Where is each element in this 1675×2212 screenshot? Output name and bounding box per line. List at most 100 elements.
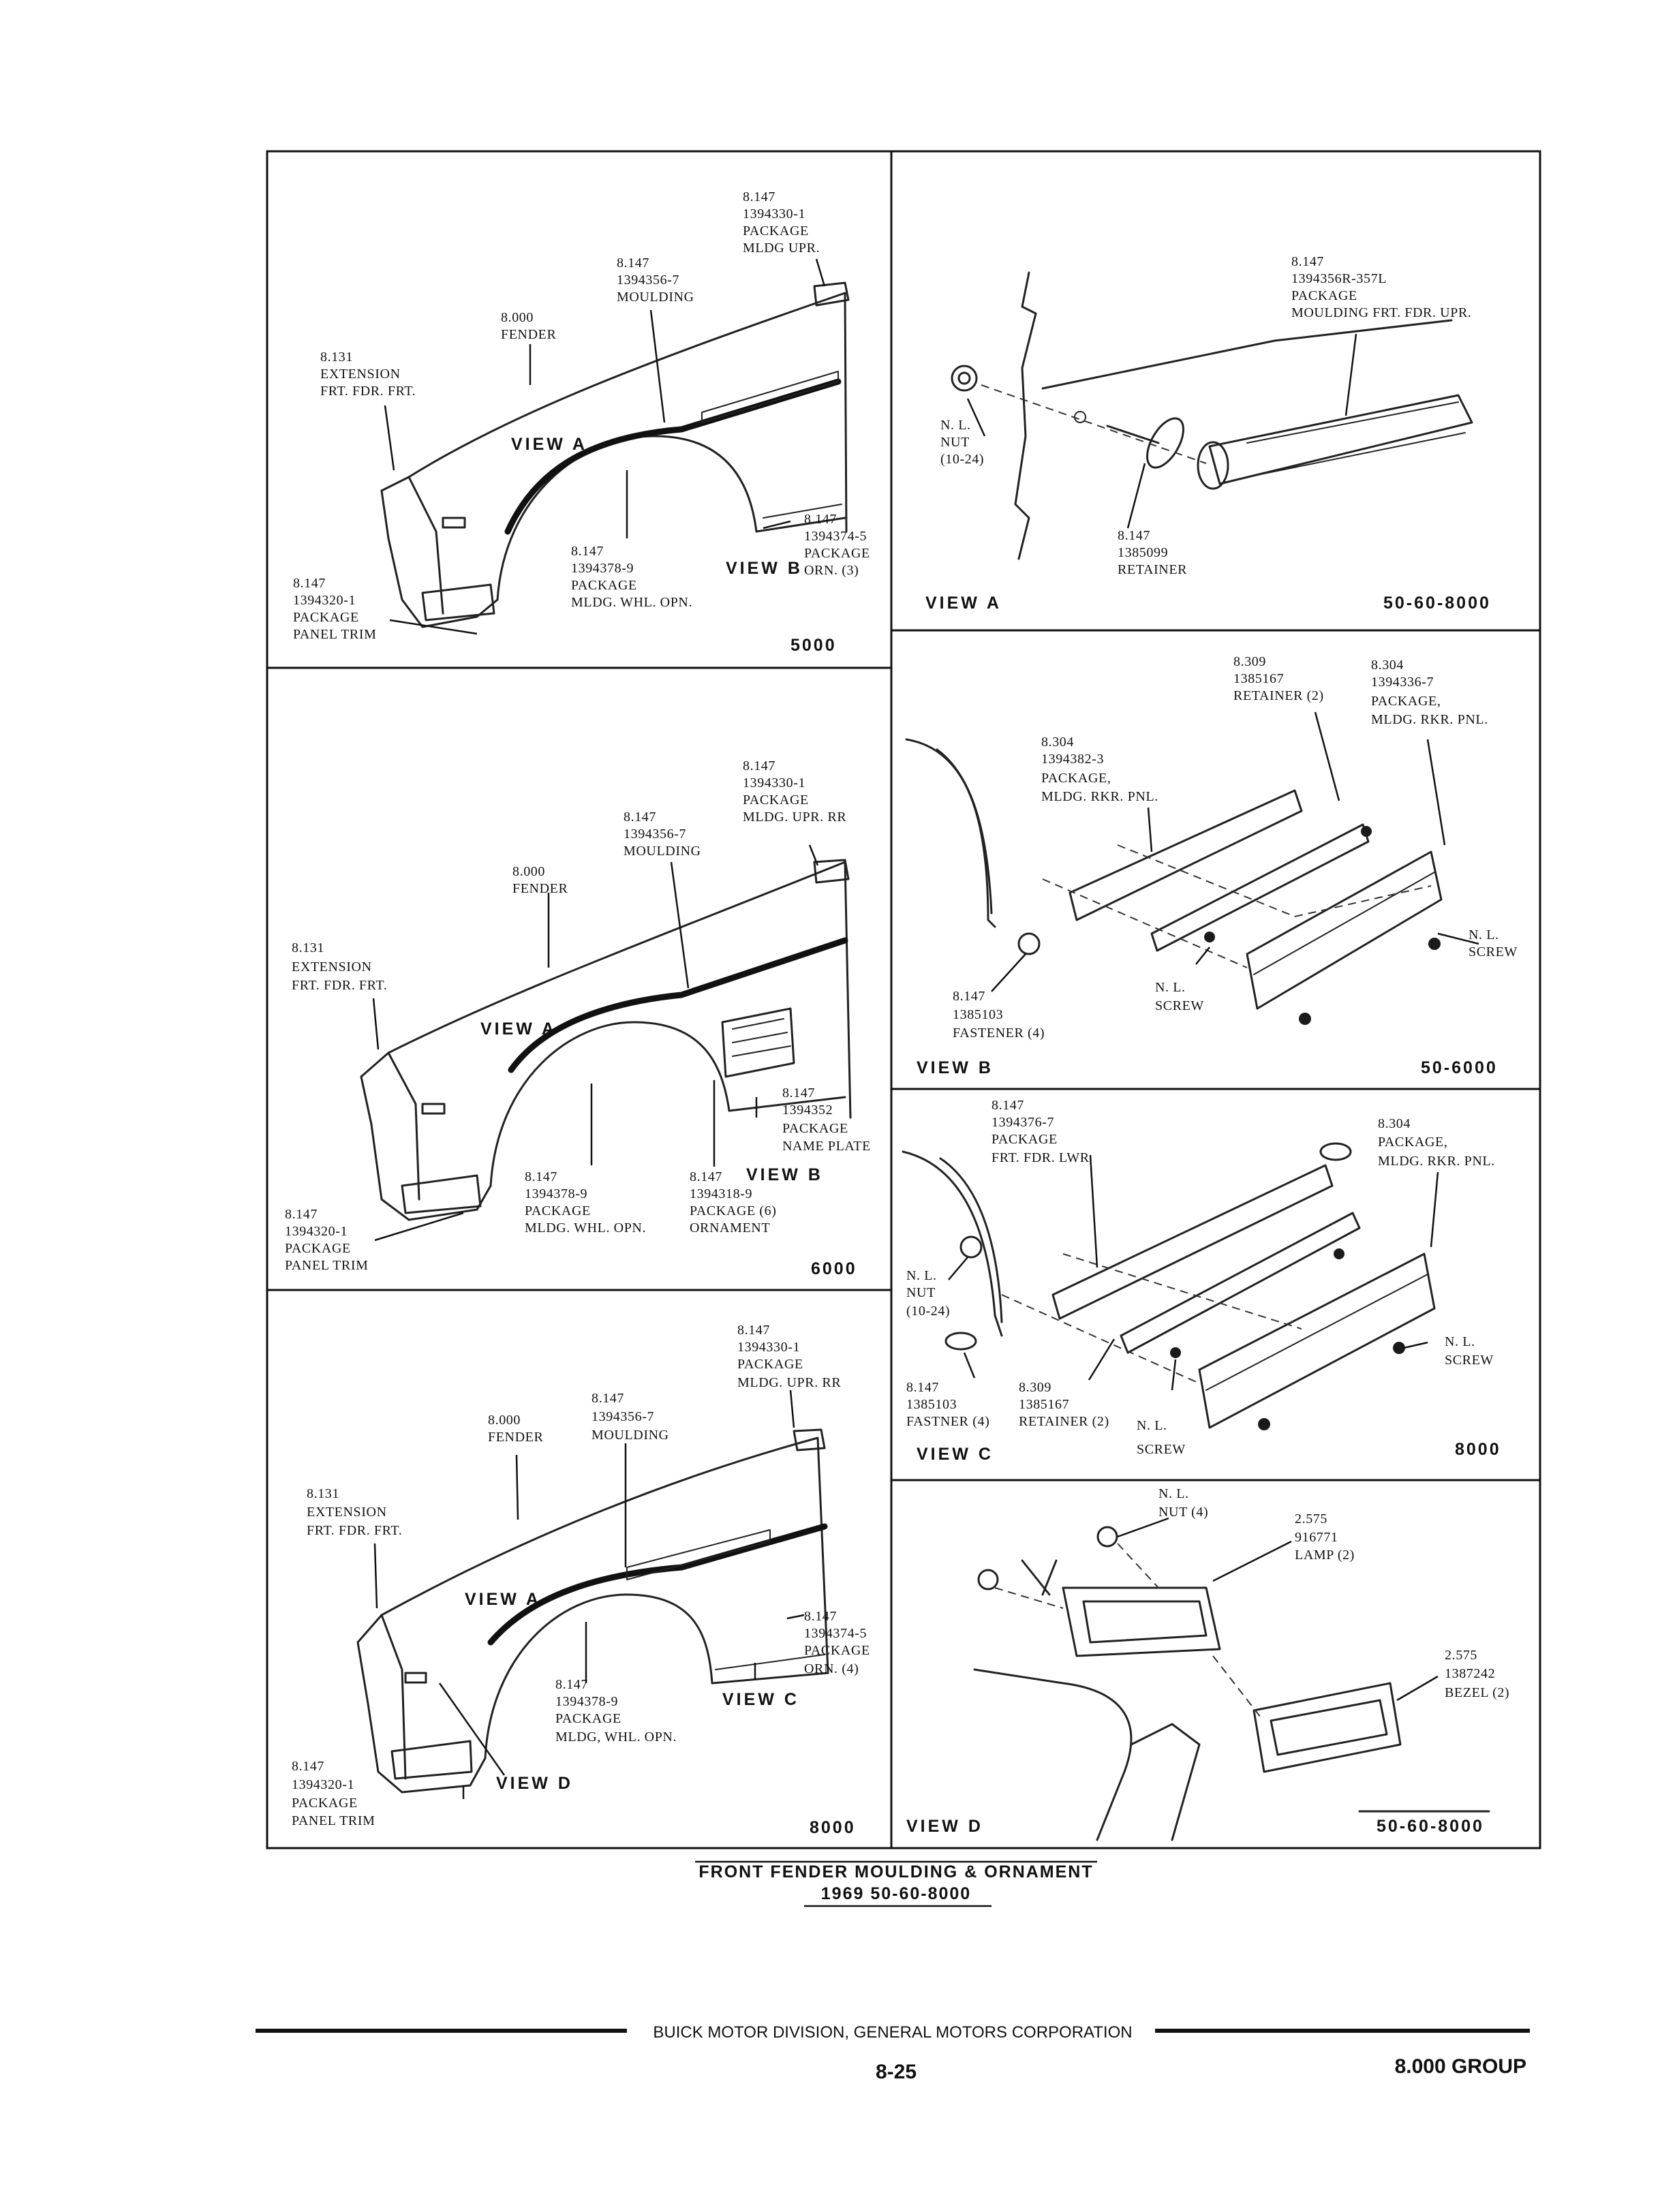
svg-text:NUT: NUT	[940, 435, 970, 450]
callout-panel-trim-5000: 8.147 1394320-1 PACKAGE PANEL TRIM	[293, 576, 376, 642]
svg-text:RETAINER (2): RETAINER (2)	[1233, 688, 1324, 703]
svg-text:8.000: 8.000	[488, 1413, 521, 1428]
fender-illustration-8000	[356, 1428, 829, 1794]
view-b-pointer-5000: VIEW B	[726, 559, 803, 578]
callout-moulding-upper-view-a: 8.147 1394356R-357L PACKAGE MOULDING FRT…	[1291, 254, 1471, 320]
svg-text:FENDER: FENDER	[488, 1430, 543, 1445]
svg-text:PACKAGE,: PACKAGE,	[1371, 694, 1441, 709]
footer-division: BUICK MOTOR DIVISION, GENERAL MOTORS COR…	[653, 2023, 1132, 2042]
svg-text:PACKAGE: PACKAGE	[804, 1643, 870, 1658]
callout-lamp-view-d: 2.575 916771 LAMP (2)	[1295, 1511, 1355, 1563]
svg-text:LAMP (2): LAMP (2)	[1295, 1548, 1355, 1563]
svg-text:FRT. FDR. FRT.: FRT. FDR. FRT.	[307, 1523, 402, 1538]
svg-text:NUT (4): NUT (4)	[1158, 1505, 1208, 1520]
callout-extension-5000: 8.131 EXTENSION FRT. FDR. FRT.	[320, 350, 416, 399]
view-a-illustration	[951, 271, 1473, 560]
callout-fender-8000: 8.000 FENDER	[488, 1413, 543, 1445]
svg-text:PACKAGE: PACKAGE	[292, 1796, 358, 1811]
view-b-illustration	[905, 738, 1443, 1025]
callout-retainer-view-a: 8.147 1385099 RETAINER	[1118, 528, 1187, 577]
svg-text:1394378-9: 1394378-9	[555, 1694, 618, 1709]
svg-text:PACKAGE: PACKAGE	[743, 224, 809, 239]
svg-text:SCREW: SCREW	[1155, 998, 1204, 1013]
svg-text:PACKAGE: PACKAGE	[804, 546, 870, 561]
svg-text:8.147: 8.147	[292, 1759, 324, 1774]
svg-text:1394330-1: 1394330-1	[743, 775, 805, 790]
callout-ornament-8000: 8.147 1394374-5 PACKAGE ORN. (4)	[804, 1609, 870, 1676]
svg-text:PANEL TRIM: PANEL TRIM	[285, 1258, 369, 1273]
svg-text:1394320-1: 1394320-1	[292, 1777, 354, 1792]
svg-text:1394382-3: 1394382-3	[1041, 752, 1104, 767]
svg-text:FENDER: FENDER	[501, 327, 556, 342]
leader-lines-8000	[373, 1389, 805, 1799]
svg-text:N. L.: N. L.	[940, 418, 971, 433]
callout-moulding-6000: 8.147 1394356-7 MOULDING	[624, 810, 701, 859]
view-d-leaders	[1117, 1517, 1439, 1702]
svg-text:1394330-1: 1394330-1	[743, 206, 805, 221]
svg-text:8.304: 8.304	[1041, 735, 1074, 750]
panel-6000: 8.147 1394330-1 PACKAGE MLDG. UPR. RR 8.…	[285, 758, 870, 1278]
callout-rocker-mldg-view-c: 8.304 PACKAGE, MLDG. RKR. PNL.	[1378, 1116, 1494, 1169]
svg-text:NUT: NUT	[906, 1285, 936, 1300]
svg-text:2.575: 2.575	[1445, 1648, 1477, 1663]
svg-text:MLDG, WHL. OPN.: MLDG, WHL. OPN.	[555, 1730, 677, 1745]
svg-text:1394356-7: 1394356-7	[617, 273, 679, 288]
svg-text:1394352: 1394352	[782, 1103, 833, 1118]
callout-fender-5000: 8.000 FENDER	[501, 310, 556, 342]
callout-screw-right-view-b: N. L. SCREW	[1469, 927, 1517, 959]
callout-name-plate-6000: 8.147 1394352 PACKAGE NAME PLATE	[782, 1086, 870, 1154]
svg-text:MLDG. WHL. OPN.: MLDG. WHL. OPN.	[525, 1220, 646, 1235]
svg-text:FRT. FDR. FRT.: FRT. FDR. FRT.	[320, 384, 416, 399]
callout-nut-view-c: N. L. NUT (10-24)	[906, 1268, 950, 1319]
callout-ornament-5000: 8.147 1394374-5 PACKAGE ORN. (3)	[804, 512, 870, 578]
svg-text:8.147: 8.147	[285, 1207, 318, 1222]
svg-text:1394318-9: 1394318-9	[690, 1186, 752, 1201]
view-a-leaders	[966, 333, 1357, 529]
svg-text:8.304: 8.304	[1378, 1116, 1411, 1131]
svg-text:1394320-1: 1394320-1	[293, 593, 356, 608]
svg-text:MLDG. WHL. OPN.: MLDG. WHL. OPN.	[571, 595, 692, 610]
callout-bezel-view-d: 2.575 1387242 BEZEL (2)	[1445, 1648, 1509, 1700]
svg-text:MLDG UPR.: MLDG UPR.	[743, 241, 820, 256]
svg-text:PACKAGE: PACKAGE	[992, 1132, 1058, 1147]
svg-text:RETAINER (2): RETAINER (2)	[1019, 1414, 1109, 1429]
svg-text:ORNAMENT: ORNAMENT	[690, 1220, 770, 1235]
svg-text:EXTENSION: EXTENSION	[307, 1505, 387, 1520]
svg-text:2.575: 2.575	[1295, 1511, 1327, 1526]
svg-text:MLDG. RKR. PNL.: MLDG. RKR. PNL.	[1371, 712, 1488, 727]
svg-text:8.147: 8.147	[782, 1086, 815, 1101]
model-code-8000: 8000	[810, 1818, 856, 1837]
view-c-title: VIEW C	[917, 1445, 994, 1464]
svg-text:8.147: 8.147	[525, 1169, 557, 1184]
callout-fender-6000: 8.000 FENDER	[512, 864, 568, 896]
leader-lines-5000	[384, 258, 826, 635]
callout-upper-mldg-8000: 8.147 1394330-1 PACKAGE MLDG. UPR. RR	[737, 1323, 841, 1390]
page-footer: BUICK MOTOR DIVISION, GENERAL MOTORS COR…	[256, 2023, 1530, 2083]
svg-text:PACKAGE: PACKAGE	[743, 793, 809, 808]
svg-text:N. L.: N. L.	[906, 1268, 937, 1283]
svg-text:1387242: 1387242	[1445, 1666, 1495, 1681]
svg-text:8.147: 8.147	[690, 1169, 722, 1184]
svg-text:8.131: 8.131	[292, 940, 324, 955]
callout-wheel-opening-6000: 8.147 1394378-9 PACKAGE MLDG. WHL. OPN.	[525, 1169, 646, 1235]
svg-text:FRT. FDR. LWR: FRT. FDR. LWR	[992, 1150, 1090, 1165]
svg-text:8.147: 8.147	[906, 1380, 939, 1395]
svg-text:1385099: 1385099	[1118, 545, 1168, 560]
svg-text:8.147: 8.147	[293, 576, 326, 591]
view-c-illustration	[902, 1142, 1436, 1430]
callout-wheel-opening-5000: 8.147 1394378-9 PACKAGE MLDG. WHL. OPN.	[571, 544, 692, 610]
svg-text:8.147: 8.147	[992, 1098, 1024, 1113]
svg-text:8.000: 8.000	[501, 310, 534, 325]
svg-text:1394376-7: 1394376-7	[992, 1115, 1054, 1130]
callout-nut-view-a: N. L. NUT (10-24)	[940, 418, 984, 467]
footer-group: 8.000 GROUP	[1395, 2055, 1526, 2078]
callout-retainer-view-b: 8.309 1385167 RETAINER (2)	[1233, 654, 1324, 703]
model-code-6000: 6000	[811, 1259, 857, 1278]
callout-upper-mldg-6000: 8.147 1394330-1 PACKAGE MLDG. UPR. RR	[743, 758, 846, 825]
callout-ornament-6000: 8.147 1394318-9 PACKAGE (6) ORNAMENT	[690, 1169, 776, 1235]
model-code-view-d: 50-60-8000	[1377, 1817, 1484, 1836]
svg-text:8.000: 8.000	[512, 864, 545, 879]
svg-text:MOULDING FRT. FDR. UPR.: MOULDING FRT. FDR. UPR.	[1291, 305, 1471, 320]
svg-text:BEZEL (2): BEZEL (2)	[1445, 1685, 1509, 1700]
svg-text:MOULDING: MOULDING	[617, 290, 694, 305]
